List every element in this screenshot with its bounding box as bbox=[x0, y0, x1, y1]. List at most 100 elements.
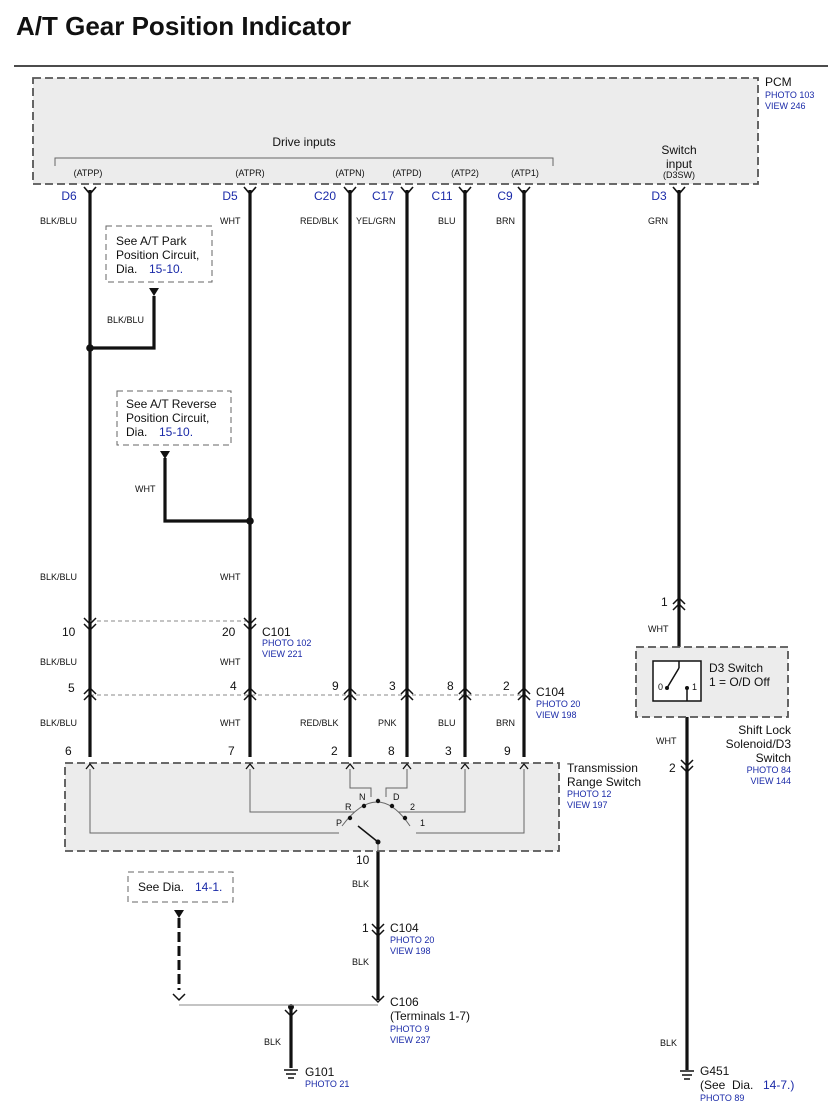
lower-color-blkblu: BLK/BLU bbox=[40, 718, 77, 728]
trs-pivot bbox=[375, 839, 381, 845]
signal-atpn: (ATPN) bbox=[335, 168, 364, 178]
c101-view-link[interactable]: VIEW 221 bbox=[262, 649, 303, 659]
d3-wire-top: WHT bbox=[648, 624, 669, 634]
c104-lower-view-link[interactable]: VIEW 198 bbox=[390, 946, 431, 956]
c101-pin-10: 10 bbox=[62, 625, 76, 639]
wire-color-c20: RED/BLK bbox=[300, 216, 339, 226]
trs-pin-6: 6 bbox=[65, 744, 72, 758]
pin-c20: C20 bbox=[314, 189, 336, 203]
park-wire-color: BLK/BLU bbox=[107, 315, 144, 325]
d3-wire-bottom: WHT bbox=[656, 736, 677, 746]
g101-wire-symbol bbox=[284, 1009, 298, 1018]
g451-link[interactable]: 14-7.) bbox=[763, 1078, 794, 1092]
g451-dia: Dia. bbox=[732, 1078, 753, 1092]
g451-see: (See bbox=[700, 1078, 726, 1092]
pcm-photo-link[interactable]: PHOTO 103 bbox=[765, 90, 814, 100]
c104-lower-pin: 1 bbox=[362, 921, 369, 935]
park-ref-line1: See A/T Park bbox=[116, 234, 187, 248]
wire-color-d6: BLK/BLU bbox=[40, 216, 77, 226]
lower-color-brn: BRN bbox=[496, 718, 515, 728]
d3-contact-0-label: 0 bbox=[658, 682, 663, 692]
g451-wire: BLK bbox=[660, 1038, 677, 1048]
trs-pin-8: 8 bbox=[388, 744, 395, 758]
trs-ground-pin: 10 bbox=[356, 853, 370, 867]
c104-label: C104 bbox=[536, 685, 565, 699]
trs-view-link[interactable]: VIEW 197 bbox=[567, 800, 608, 810]
wires bbox=[88, 190, 689, 1070]
shift-lock-view-link[interactable]: VIEW 144 bbox=[750, 776, 791, 786]
c104-view-link[interactable]: VIEW 198 bbox=[536, 710, 577, 720]
d3-pin-bottom: 2 bbox=[669, 761, 676, 775]
mid-color-blkblu: BLK/BLU bbox=[40, 572, 77, 582]
dia-ref-text: See Dia. bbox=[138, 880, 184, 894]
pin-d3: D3 bbox=[651, 189, 667, 203]
d3-contact-1-label: 1 bbox=[692, 682, 697, 692]
signal-atp2: (ATP2) bbox=[451, 168, 479, 178]
page-title: A/T Gear Position Indicator bbox=[16, 11, 351, 41]
trs-pos-1: 1 bbox=[420, 818, 425, 828]
c106-photo-link[interactable]: PHOTO 9 bbox=[390, 1024, 429, 1034]
drive-inputs-bracket bbox=[54, 157, 554, 166]
pin-c17: C17 bbox=[372, 189, 394, 203]
trs-pos-r: R bbox=[345, 802, 352, 812]
c104-lower-label: C104 bbox=[390, 921, 419, 935]
c104-pin-8: 8 bbox=[447, 679, 454, 693]
c104-photo-link[interactable]: PHOTO 20 bbox=[536, 699, 580, 709]
g451-photo-link[interactable]: PHOTO 89 bbox=[700, 1093, 744, 1103]
c106-view-link[interactable]: VIEW 237 bbox=[390, 1035, 431, 1045]
c106-sub: (Terminals 1-7) bbox=[390, 1009, 470, 1023]
trs-ground-wire: BLK bbox=[352, 879, 369, 889]
trs-pos-d: D bbox=[393, 792, 400, 802]
c106-label: C106 bbox=[390, 995, 419, 1009]
lower-color-redblk: RED/BLK bbox=[300, 718, 339, 728]
splice-reverse bbox=[246, 517, 254, 525]
pcm-pin-arrows bbox=[83, 186, 686, 196]
c104-lower-photo-link[interactable]: PHOTO 20 bbox=[390, 935, 434, 945]
g101-label: G101 bbox=[305, 1065, 335, 1079]
reverse-ref-box bbox=[116, 390, 232, 446]
g101-photo-link[interactable]: PHOTO 21 bbox=[305, 1079, 349, 1089]
reverse-ref-link[interactable]: 15-10. bbox=[159, 425, 193, 439]
splice-park bbox=[86, 344, 94, 352]
park-ref-arrow bbox=[149, 288, 159, 296]
dia-ref-link[interactable]: 14-1. bbox=[195, 880, 222, 894]
c101-symbols bbox=[83, 617, 257, 632]
signal-atp1: (ATP1) bbox=[511, 168, 539, 178]
c106-symbol bbox=[371, 995, 385, 1004]
dia-ref-box bbox=[127, 871, 234, 903]
d3-switch-blade bbox=[666, 667, 680, 689]
g101-ground-icon bbox=[284, 1069, 298, 1079]
reverse-wire-color: WHT bbox=[135, 484, 156, 494]
trs-photo-link[interactable]: PHOTO 12 bbox=[567, 789, 611, 799]
wire-color-d5: WHT bbox=[220, 216, 241, 226]
signal-d3sw: (D3SW) bbox=[663, 170, 695, 180]
d3-switch-label: D3 Switch bbox=[709, 661, 763, 675]
signal-atpd: (ATPD) bbox=[392, 168, 421, 178]
c104-symbols bbox=[83, 686, 531, 701]
c101-color-blkblu: BLK/BLU bbox=[40, 657, 77, 667]
reverse-ref-arrow bbox=[160, 451, 170, 459]
park-ref-link[interactable]: 15-10. bbox=[149, 262, 183, 276]
park-ref-dia: Dia. bbox=[116, 262, 137, 276]
shift-lock-line2: Solenoid/D3 bbox=[726, 737, 792, 751]
trs-wiper bbox=[357, 825, 379, 843]
park-ref-line2: Position Circuit, bbox=[116, 248, 199, 262]
c104-pin-3: 3 bbox=[389, 679, 396, 693]
signal-atpr: (ATPR) bbox=[235, 168, 264, 178]
reverse-ref-line1: See A/T Reverse bbox=[126, 397, 217, 411]
lower-color-blu: BLU bbox=[438, 718, 456, 728]
trs-pin-3: 3 bbox=[445, 744, 452, 758]
wire-color-d3: GRN bbox=[648, 216, 668, 226]
lower-color-pnk: PNK bbox=[378, 718, 397, 728]
d3-switch-desc: 1 = O/D Off bbox=[709, 675, 770, 689]
switch-input-label-1: Switch bbox=[661, 143, 696, 157]
reverse-ref-line2: Position Circuit, bbox=[126, 411, 209, 425]
c104-pin-9: 9 bbox=[332, 679, 339, 693]
trs-pin-2: 2 bbox=[331, 744, 338, 758]
drive-inputs-label: Drive inputs bbox=[272, 135, 335, 149]
trs-title-2: Range Switch bbox=[567, 775, 641, 789]
c101-photo-link[interactable]: PHOTO 102 bbox=[262, 638, 311, 648]
shift-lock-photo-link[interactable]: PHOTO 84 bbox=[747, 765, 791, 775]
pcm-view-link[interactable]: VIEW 246 bbox=[765, 101, 806, 111]
